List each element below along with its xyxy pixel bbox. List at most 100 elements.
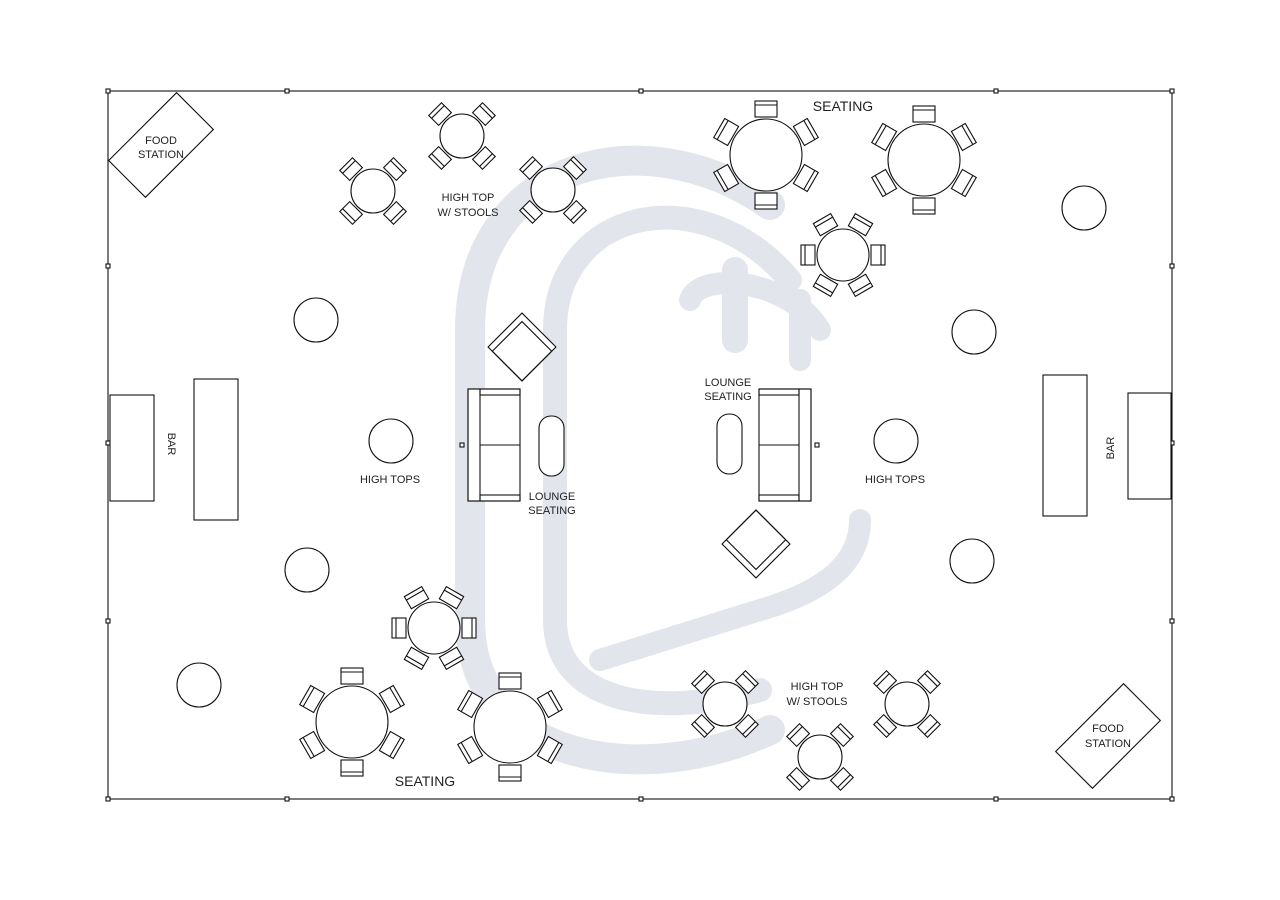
post — [105, 440, 111, 446]
ottoman — [538, 415, 565, 477]
stool — [427, 101, 453, 127]
chair — [438, 646, 465, 671]
bar-label-left: BAR — [165, 433, 177, 456]
bar-back-left — [109, 394, 155, 502]
chair — [847, 273, 874, 298]
high-top-stools-label-top-1: HIGH TOP — [442, 192, 495, 204]
food-station-bottom — [1054, 682, 1162, 790]
chair — [340, 759, 364, 777]
stool — [338, 200, 364, 226]
stool — [338, 156, 364, 182]
stool — [690, 713, 716, 739]
stool — [382, 200, 408, 226]
chair — [298, 684, 326, 714]
ottoman — [716, 413, 743, 475]
chair — [950, 122, 978, 152]
chair — [754, 192, 778, 210]
food-station-label-top-2: STATION — [138, 149, 184, 161]
lounge-right — [716, 388, 812, 579]
post — [105, 88, 111, 94]
stool — [690, 669, 716, 695]
bar-label-right: BAR — [1105, 437, 1117, 460]
chair — [792, 163, 820, 193]
post — [105, 618, 111, 624]
stool — [382, 156, 408, 182]
post — [1169, 263, 1175, 269]
chair — [800, 244, 816, 266]
chair — [438, 585, 465, 610]
chair — [536, 735, 564, 765]
chair — [812, 212, 839, 237]
chair — [754, 100, 778, 118]
chair — [391, 617, 407, 639]
seating-label-bottom: SEATING — [395, 773, 455, 789]
stool — [471, 145, 497, 171]
bar-counter-left — [193, 378, 239, 521]
post — [638, 88, 644, 94]
stool — [518, 155, 544, 181]
stool — [829, 722, 855, 748]
high-top-stools-label-top-2: W/ STOOLS — [438, 207, 499, 219]
chair — [792, 117, 820, 147]
seating-table — [712, 100, 820, 210]
high-tops-label-left: HIGH TOPS — [360, 474, 420, 486]
table-top — [530, 167, 576, 213]
stool — [427, 145, 453, 171]
lounge-left — [467, 312, 565, 502]
table-top — [816, 228, 870, 282]
lounge-seating-label-right-1: LOUNGE — [705, 377, 751, 389]
furniture-layer — [107, 91, 1172, 792]
high-top-table — [1061, 185, 1107, 231]
chair — [456, 735, 484, 765]
venue-outline — [105, 88, 1175, 802]
chair — [461, 617, 477, 639]
high-top-table — [873, 418, 919, 464]
high-top-table — [368, 418, 414, 464]
stool — [872, 669, 898, 695]
table-top — [407, 601, 461, 655]
stool — [785, 722, 811, 748]
post — [814, 442, 820, 448]
high-top-stools-label-bottom-2: W/ STOOLS — [787, 696, 848, 708]
high-top-table — [949, 538, 995, 584]
table-top — [797, 734, 843, 780]
chair — [712, 163, 740, 193]
watermark-logo — [455, 145, 871, 775]
lounge-chair — [487, 312, 557, 382]
chair — [847, 212, 874, 237]
chair — [912, 105, 936, 123]
stool — [562, 155, 588, 181]
chair — [870, 244, 886, 266]
stool-table — [338, 156, 408, 226]
seating-table — [391, 585, 477, 671]
chair — [912, 197, 936, 215]
chair — [498, 672, 522, 690]
lounge-seating-label-right-2: SEATING — [704, 391, 751, 403]
stool — [562, 199, 588, 225]
food-station-label-bottom-1: FOOD — [1092, 723, 1124, 735]
stool-table — [690, 669, 760, 739]
seating-table — [870, 105, 978, 215]
high-tops-label-right: HIGH TOPS — [865, 474, 925, 486]
post — [105, 263, 111, 269]
table-top — [729, 118, 803, 192]
seating-table — [800, 212, 886, 298]
food-station-label-top-1: FOOD — [145, 135, 177, 147]
chair — [378, 730, 406, 760]
chair — [456, 689, 484, 719]
high-top-table — [293, 297, 339, 343]
high-top-table — [951, 309, 997, 355]
stool — [872, 713, 898, 739]
table-top — [702, 681, 748, 727]
post — [993, 88, 999, 94]
chair — [298, 730, 326, 760]
bar-back-right — [1127, 392, 1172, 500]
post — [993, 796, 999, 802]
post — [1169, 88, 1175, 94]
chair — [403, 585, 430, 610]
high-top-table — [284, 547, 330, 593]
table-top — [315, 685, 389, 759]
chair — [870, 168, 898, 198]
post — [105, 796, 111, 802]
seating-table — [298, 667, 406, 777]
